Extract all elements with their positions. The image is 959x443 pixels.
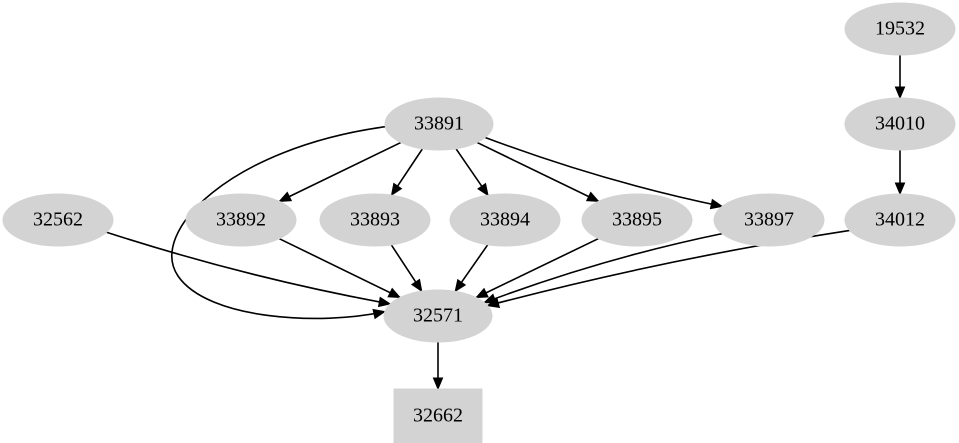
arrowhead-icon — [474, 287, 489, 299]
graph-node-34012[interactable]: 34012 — [844, 193, 956, 247]
arrowhead-icon — [894, 182, 906, 196]
arrowhead-icon — [410, 278, 423, 293]
node-ellipse-shape[interactable] — [383, 289, 493, 343]
arrowhead-icon — [486, 297, 501, 308]
node-ellipse-shape[interactable] — [713, 193, 825, 247]
node-ellipse-shape[interactable] — [185, 193, 297, 247]
node-ellipse-shape[interactable] — [844, 193, 956, 247]
node-ellipse-shape[interactable] — [581, 193, 693, 247]
edge-line — [483, 232, 723, 304]
graph-node-34010[interactable]: 34010 — [844, 97, 956, 151]
graph-edge-33891-to-33897 — [484, 136, 724, 210]
node-ellipse-shape[interactable] — [844, 2, 956, 56]
arrowhead-icon — [432, 377, 444, 391]
edge-line — [278, 237, 401, 299]
node-ellipse-shape[interactable] — [844, 97, 956, 151]
graph-node-33892[interactable]: 33892 — [185, 193, 297, 247]
graph-edge-33895-to-32571 — [474, 237, 599, 299]
edge-line — [171, 125, 386, 320]
graph-node-33894[interactable]: 33894 — [449, 193, 561, 247]
arrowhead-icon — [894, 86, 906, 100]
graph-edge-32562-to-32571 — [106, 231, 392, 308]
node-box-shape[interactable] — [393, 388, 483, 443]
graph-node-32562[interactable]: 32562 — [2, 193, 114, 247]
arrowhead-icon — [454, 278, 467, 293]
graph-node-33891[interactable]: 33891 — [384, 97, 494, 151]
arrowhead-icon — [387, 287, 402, 299]
arrowhead-icon — [709, 198, 724, 210]
graph-edge-33894-to-32571 — [454, 244, 489, 293]
edge-line — [484, 136, 723, 208]
graph-edge-33891-to-33895 — [476, 141, 600, 203]
edge-line — [475, 237, 599, 299]
arrowhead-icon — [390, 182, 403, 197]
graph-edge-32571-to-32662 — [432, 341, 444, 391]
arrowhead-icon — [585, 191, 600, 202]
graph-edge-33891-to-33893 — [390, 148, 424, 197]
node-ellipse-shape[interactable] — [2, 193, 114, 247]
graph-node-32571[interactable]: 32571 — [383, 289, 493, 343]
graph-node-33895[interactable]: 33895 — [581, 193, 693, 247]
graph-node-32662[interactable]: 32662 — [393, 388, 483, 443]
arrowhead-icon — [278, 191, 293, 202]
node-ellipse-shape[interactable] — [384, 97, 494, 151]
node-ellipse-shape[interactable] — [449, 193, 561, 247]
graph-node-19532[interactable]: 19532 — [844, 2, 956, 56]
edge-line — [279, 141, 402, 203]
edge-line — [476, 141, 599, 203]
graph-node-33897[interactable]: 33897 — [713, 193, 825, 247]
node-ellipse-shape[interactable] — [319, 193, 431, 247]
arrowhead-icon — [477, 182, 489, 197]
graph-edge-33891-to-33894 — [455, 148, 489, 197]
graph-edge-19532-to-34010 — [894, 54, 906, 100]
arrowhead-icon — [377, 296, 392, 308]
graph-edge-33891-to-33892 — [278, 141, 402, 203]
graph-edge-33892-to-32571 — [278, 237, 402, 299]
graph-edge-33891-to-32571 — [171, 125, 387, 320]
arrowhead-icon — [372, 308, 387, 320]
edge-line — [106, 231, 391, 305]
graph-edge-33893-to-32571 — [390, 244, 423, 293]
graph-edge-34010-to-34012 — [894, 149, 906, 196]
graph-node-33893[interactable]: 33893 — [319, 193, 431, 247]
